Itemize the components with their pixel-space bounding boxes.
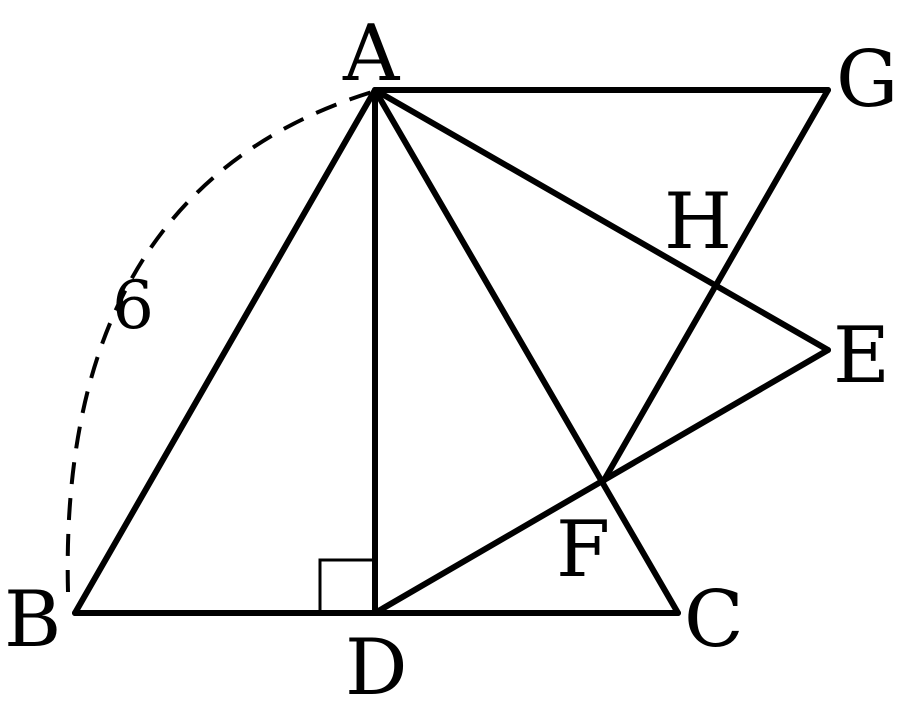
label-f: F (556, 505, 610, 595)
label-g: G (836, 35, 898, 125)
label-d: D (345, 623, 408, 713)
segment-gf (600, 87, 831, 485)
segment-ae (372, 87, 831, 353)
label-e: E (833, 311, 890, 401)
label-b: B (4, 575, 61, 665)
label-a: A (342, 9, 401, 99)
segment-ac (372, 87, 681, 616)
segment-ab (72, 87, 378, 616)
label-side-length: 6 (112, 267, 154, 344)
dashed-arc-ab (65, 90, 373, 593)
label-c: C (684, 575, 744, 665)
right-angle-marker (318, 558, 373, 613)
label-h: H (664, 177, 732, 267)
